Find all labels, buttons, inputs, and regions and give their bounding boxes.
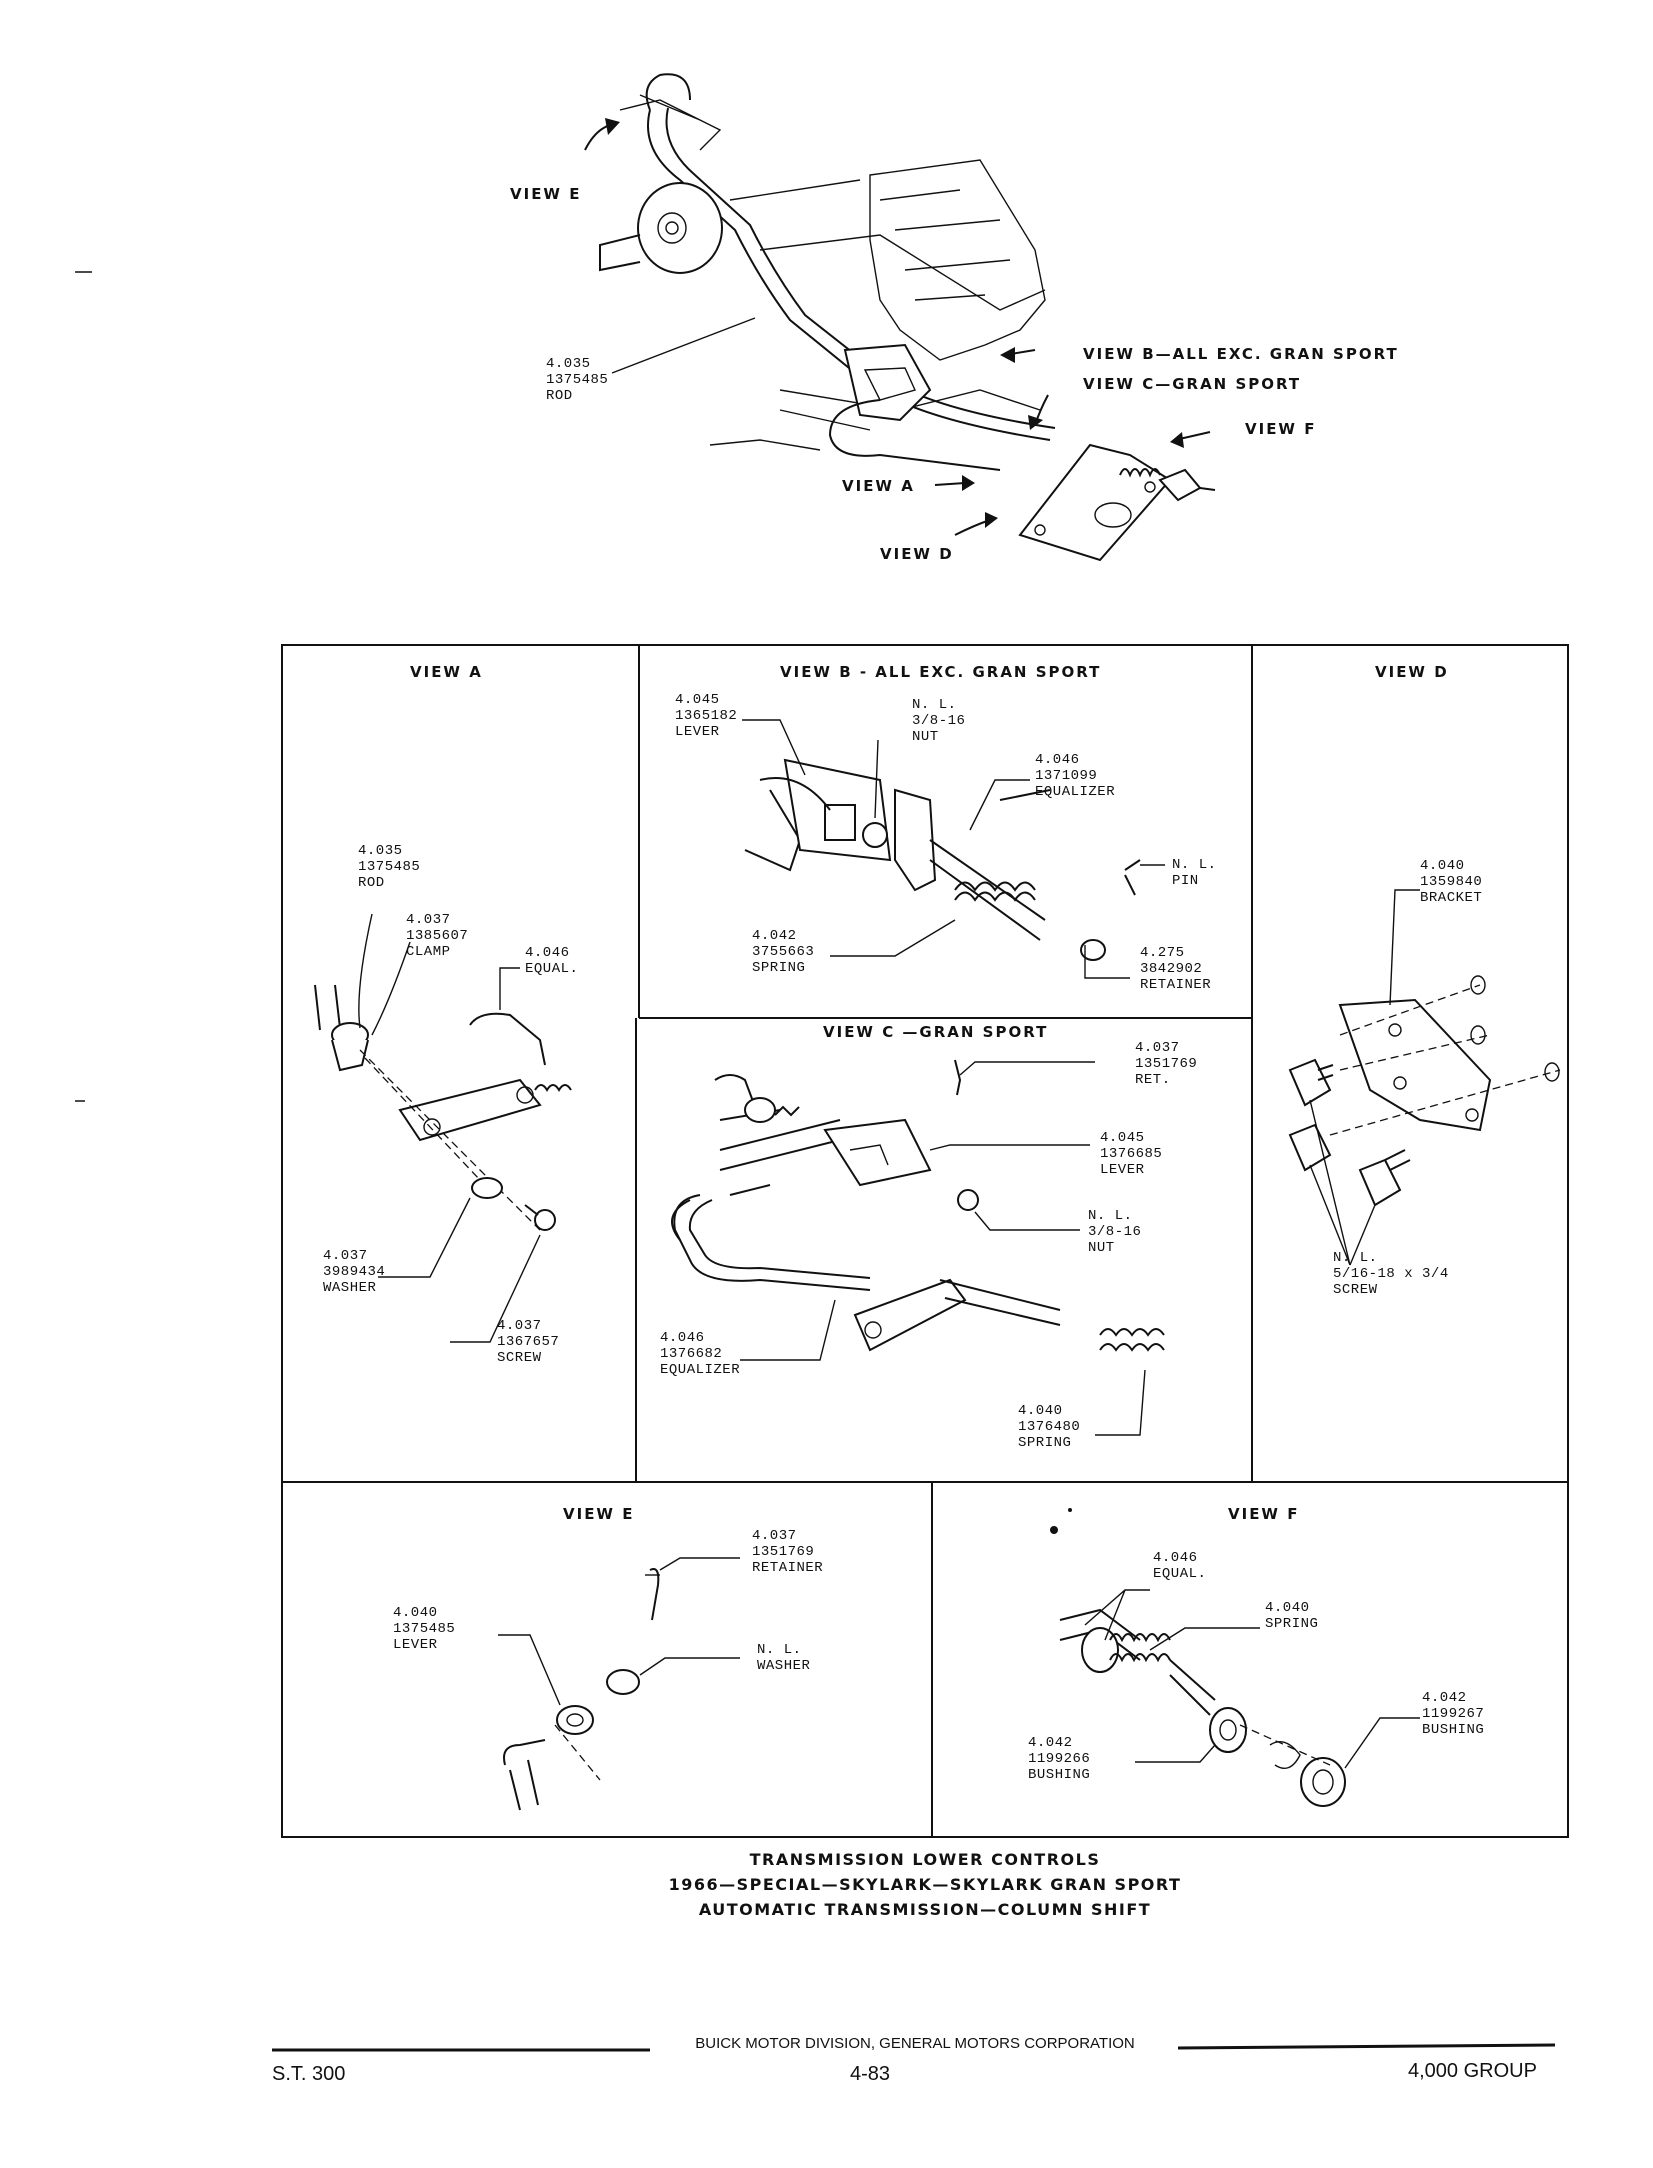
view-d-art xyxy=(1288,889,1561,1266)
view-e-washer-label: N. L. WASHER xyxy=(757,1642,811,1674)
footer-division: BUICK MOTOR DIVISION, GENERAL MOTORS COR… xyxy=(695,2035,1135,2052)
overview-view-b-label: VIEW B—ALL EXC. GRAN SPORT xyxy=(1083,345,1399,363)
overview-rod-label: 4.035 1375485 ROD xyxy=(546,356,609,404)
views-frame xyxy=(281,644,1569,1838)
view-a-clamp-label: 4.037 1385607 CLAMP xyxy=(406,912,469,960)
view-b-pin-label: N. L. PIN xyxy=(1172,857,1217,889)
view-a-equal-label: 4.046 EQUAL. xyxy=(525,945,579,977)
view-a-washer-label: 4.037 3989434 WASHER xyxy=(323,1248,386,1296)
overview-view-d-label: VIEW D xyxy=(880,545,954,563)
view-d-title: VIEW D xyxy=(1375,663,1449,681)
overview-illustration xyxy=(75,73,1216,1102)
view-c-spring-label: 4.040 1376480 SPRING xyxy=(1018,1403,1081,1451)
caption-line-1: TRANSMISSION LOWER CONTROLS xyxy=(749,1850,1101,1869)
view-b-equalizer-label: 4.046 1371099 EQUALIZER xyxy=(1035,752,1116,800)
view-c-nut-label: N. L. 3/8-16 NUT xyxy=(1088,1208,1142,1256)
view-c-ret-label: 4.037 1351769 RET. xyxy=(1135,1040,1198,1088)
view-b-title: VIEW B - ALL EXC. GRAN SPORT xyxy=(780,663,1102,681)
view-b-nut-label: N. L. 3/8-16 NUT xyxy=(912,697,966,745)
view-a-screw-label: 4.037 1367657 SCREW xyxy=(497,1318,560,1366)
view-e-title: VIEW E xyxy=(563,1505,635,1523)
overview-view-c-label: VIEW C—GRAN SPORT xyxy=(1083,375,1302,393)
view-c-title: VIEW C —GRAN SPORT xyxy=(823,1023,1049,1041)
view-e-art xyxy=(498,1557,740,1811)
footer-left: S.T. 300 xyxy=(272,2063,346,2085)
view-d-bracket-label: 4.040 1359840 BRACKET xyxy=(1420,858,1483,906)
footer-rules xyxy=(272,2043,1556,2052)
view-b-retainer-label: 4.275 3842902 RETAINER xyxy=(1140,945,1212,993)
view-f-bushing-right-label: 4.042 1199267 BUSHING xyxy=(1422,1690,1485,1738)
view-f-equal-label: 4.046 EQUAL. xyxy=(1153,1550,1207,1582)
view-e-lever-label: 4.040 1375485 LEVER xyxy=(393,1605,456,1653)
view-f-spring-label: 4.040 SPRING xyxy=(1265,1600,1319,1632)
view-c-art xyxy=(671,1059,1165,1436)
overview-view-a-label: VIEW A xyxy=(842,477,915,495)
caption-line-2: 1966—SPECIAL—SKYLARK—SKYLARK GRAN SPORT xyxy=(668,1875,1182,1894)
view-f-bushing-left-label: 4.042 1199266 BUSHING xyxy=(1028,1735,1091,1783)
overview-view-e-label: VIEW E xyxy=(510,185,582,203)
view-a-art xyxy=(314,913,572,1343)
view-f-title: VIEW F xyxy=(1228,1505,1300,1523)
view-e-retainer-label: 4.037 1351769 RETAINER xyxy=(752,1528,824,1576)
view-b-art xyxy=(742,719,1165,979)
footer-page-number: 4-83 xyxy=(850,2063,891,2085)
view-f-art xyxy=(1050,1508,1420,1807)
overview-view-f-label: VIEW F xyxy=(1245,420,1317,438)
view-a-title: VIEW A xyxy=(410,663,483,681)
view-c-lever-label: 4.045 1376685 LEVER xyxy=(1100,1130,1163,1178)
view-a-rod-label: 4.035 1375485 ROD xyxy=(358,843,421,891)
view-c-equalizer-label: 4.046 1376682 EQUALIZER xyxy=(660,1330,741,1378)
view-b-spring-label: 4.042 3755663 SPRING xyxy=(752,928,815,976)
caption-line-3: AUTOMATIC TRANSMISSION—COLUMN SHIFT xyxy=(698,1900,1152,1919)
view-b-lever-label: 4.045 1365182 LEVER xyxy=(675,692,738,740)
footer-right: 4,000 GROUP xyxy=(1408,2060,1537,2082)
view-d-screw-label: N. L. 5/16-18 x 3/4 SCREW xyxy=(1333,1250,1449,1298)
